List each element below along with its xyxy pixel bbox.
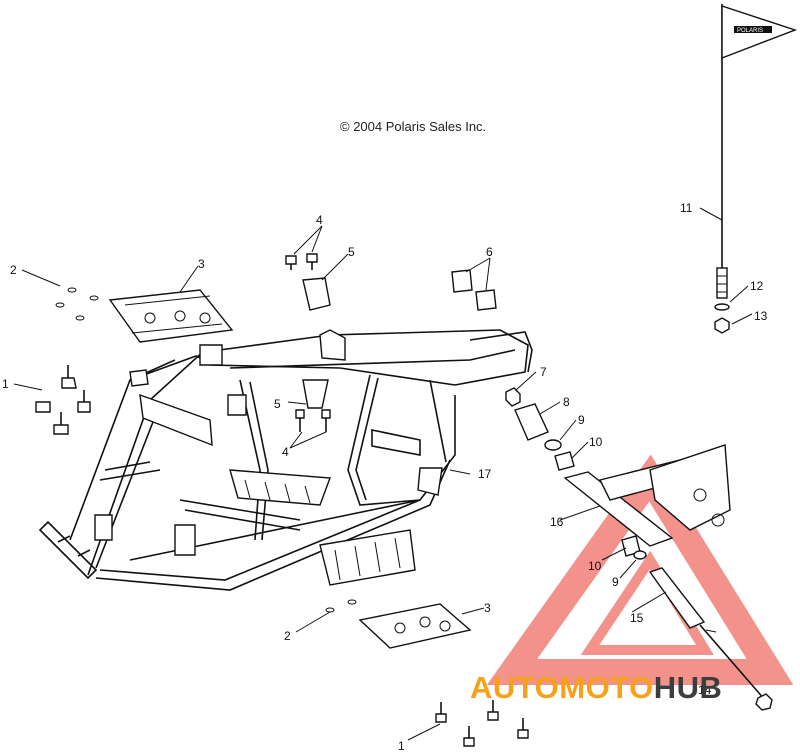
callout-6: 6 [486,245,493,259]
callout-numbers: 1 1 2 2 3 3 4 4 5 5 6 7 8 9 9 10 10 11 1… [2,201,768,753]
callout-9-lower: 9 [612,575,619,589]
callout-10-upper: 10 [589,435,603,449]
copyright-text: © 2004 Polaris Sales Inc. [340,119,487,134]
callout-2-upper: 2 [10,263,17,277]
flag-label: POLARIS [737,28,763,34]
watermark-triangle [486,454,794,685]
callout-12: 12 [750,279,764,293]
mounts-6 [451,269,497,311]
steering-parts [505,387,773,711]
skid-plate-lower [358,603,472,649]
watermark-part2: HUB [653,670,723,705]
washers-upper [55,287,99,321]
callout-8: 8 [563,395,570,409]
bracket-bolts-mid [295,409,331,432]
callout-13: 13 [754,309,768,323]
callout-16: 16 [550,515,564,529]
bolts-bottom [435,700,529,747]
callout-10-lower: 10 [588,559,602,573]
callout-9-upper: 9 [578,413,585,427]
callout-2-lower: 2 [284,629,291,643]
callout-5-mid: 5 [274,397,281,411]
callout-4-top: 4 [316,213,323,227]
callout-1-bottom: 1 [398,739,405,751]
callout-17: 17 [478,467,492,481]
callout-5-top: 5 [348,245,355,259]
bolts-left [35,365,91,435]
callout-1-left: 1 [2,377,9,391]
callout-14: 14 [698,683,712,697]
watermark-part1: AUTOMOTO [470,670,654,705]
watermark-text: AUTOMOTOHUB [470,670,722,706]
washers-lower [325,599,357,613]
atv-frame [38,329,533,591]
callout-15: 15 [630,611,644,625]
safety-flag: POLARIS [714,4,798,334]
callout-4-mid: 4 [282,445,289,459]
bracket-bolts-top [285,253,331,311]
callout-3-lower: 3 [484,601,491,615]
callout-3-upper: 3 [198,257,205,271]
leader-lines [13,207,753,741]
callout-7: 7 [540,365,547,379]
callout-11: 11 [680,201,693,215]
skid-plate-upper [108,289,234,343]
